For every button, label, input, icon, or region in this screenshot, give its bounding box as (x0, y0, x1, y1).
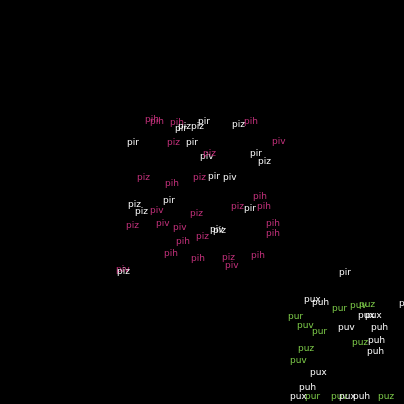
word-label: pih (251, 251, 265, 261)
word-label: puv (338, 323, 355, 333)
word-label: pih (165, 179, 179, 189)
word-label: puh (368, 336, 386, 346)
word-label: pux (290, 392, 307, 402)
word-label: piz (203, 149, 216, 159)
word-label: puh (299, 383, 317, 393)
word-label: pih (253, 192, 267, 202)
word-label: piv (173, 223, 187, 233)
word-label: pir (127, 138, 139, 148)
word-label: puz (352, 338, 369, 348)
word-label: piz (258, 157, 271, 167)
word-label: piz (128, 200, 141, 210)
word-label: piz (222, 253, 235, 263)
word-label: piz (231, 202, 244, 212)
word-label: piz (117, 267, 130, 277)
word-label: puh (353, 392, 371, 402)
word-label: pih (244, 117, 258, 127)
word-label: pir (163, 196, 175, 206)
word-label: piz (135, 207, 148, 217)
word-label: piv (223, 173, 237, 183)
word-label: piv (225, 261, 239, 271)
word-label: pih (266, 229, 280, 239)
word-label: piz (213, 226, 226, 236)
word-label: pur (288, 312, 304, 322)
word-label: puh (371, 323, 389, 333)
word-label: puz (298, 344, 315, 354)
word-label: puh (399, 299, 404, 309)
word-label: piv (156, 219, 170, 229)
word-label: piz (191, 122, 204, 132)
word-label: pir (186, 138, 198, 148)
word-label: puv (297, 321, 314, 331)
word-label: pih (164, 249, 178, 259)
word-label: pux (358, 311, 375, 321)
word-label: pir (244, 204, 256, 214)
word-label: pir (208, 172, 220, 182)
word-label: piz (167, 138, 180, 148)
word-label: piv (200, 152, 214, 162)
word-label: puv (331, 392, 348, 402)
word-label: piz (232, 120, 245, 130)
word-label: piz (126, 221, 139, 231)
word-label: puv (290, 356, 307, 366)
word-label: pux (339, 392, 356, 402)
word-label: piz (193, 173, 206, 183)
word-label: pir (175, 124, 187, 134)
word-label: piv (272, 137, 286, 147)
word-label: puz (359, 300, 376, 310)
word-label: pux (304, 295, 321, 305)
word-label: piz (137, 173, 150, 183)
word-label: piz (190, 209, 203, 219)
word-label: puh (367, 347, 385, 357)
word-label: piv (116, 265, 130, 275)
word-label: pih (191, 254, 205, 264)
word-label: pur (312, 327, 328, 337)
word-label: piz (196, 232, 209, 242)
word-label: pih (257, 202, 271, 212)
word-label: pih (170, 118, 184, 128)
word-label: puh (312, 298, 330, 308)
word-label: puz (378, 392, 395, 402)
word-label: pux (365, 311, 382, 321)
word-label: pir (339, 268, 351, 278)
word-label: piv (210, 225, 224, 235)
word-label: piz (178, 122, 191, 132)
word-label: pih (176, 237, 190, 247)
word-label: pih (145, 115, 159, 125)
word-label: pir (198, 117, 210, 127)
word-label: puv (350, 301, 367, 311)
word-label: pir (250, 149, 262, 159)
word-label: pur (305, 392, 321, 402)
word-label: pux (310, 368, 327, 378)
word-label: pih (266, 219, 280, 229)
word-label: pih (150, 117, 164, 127)
word-label: pur (332, 304, 348, 314)
word-label: piv (150, 206, 164, 216)
